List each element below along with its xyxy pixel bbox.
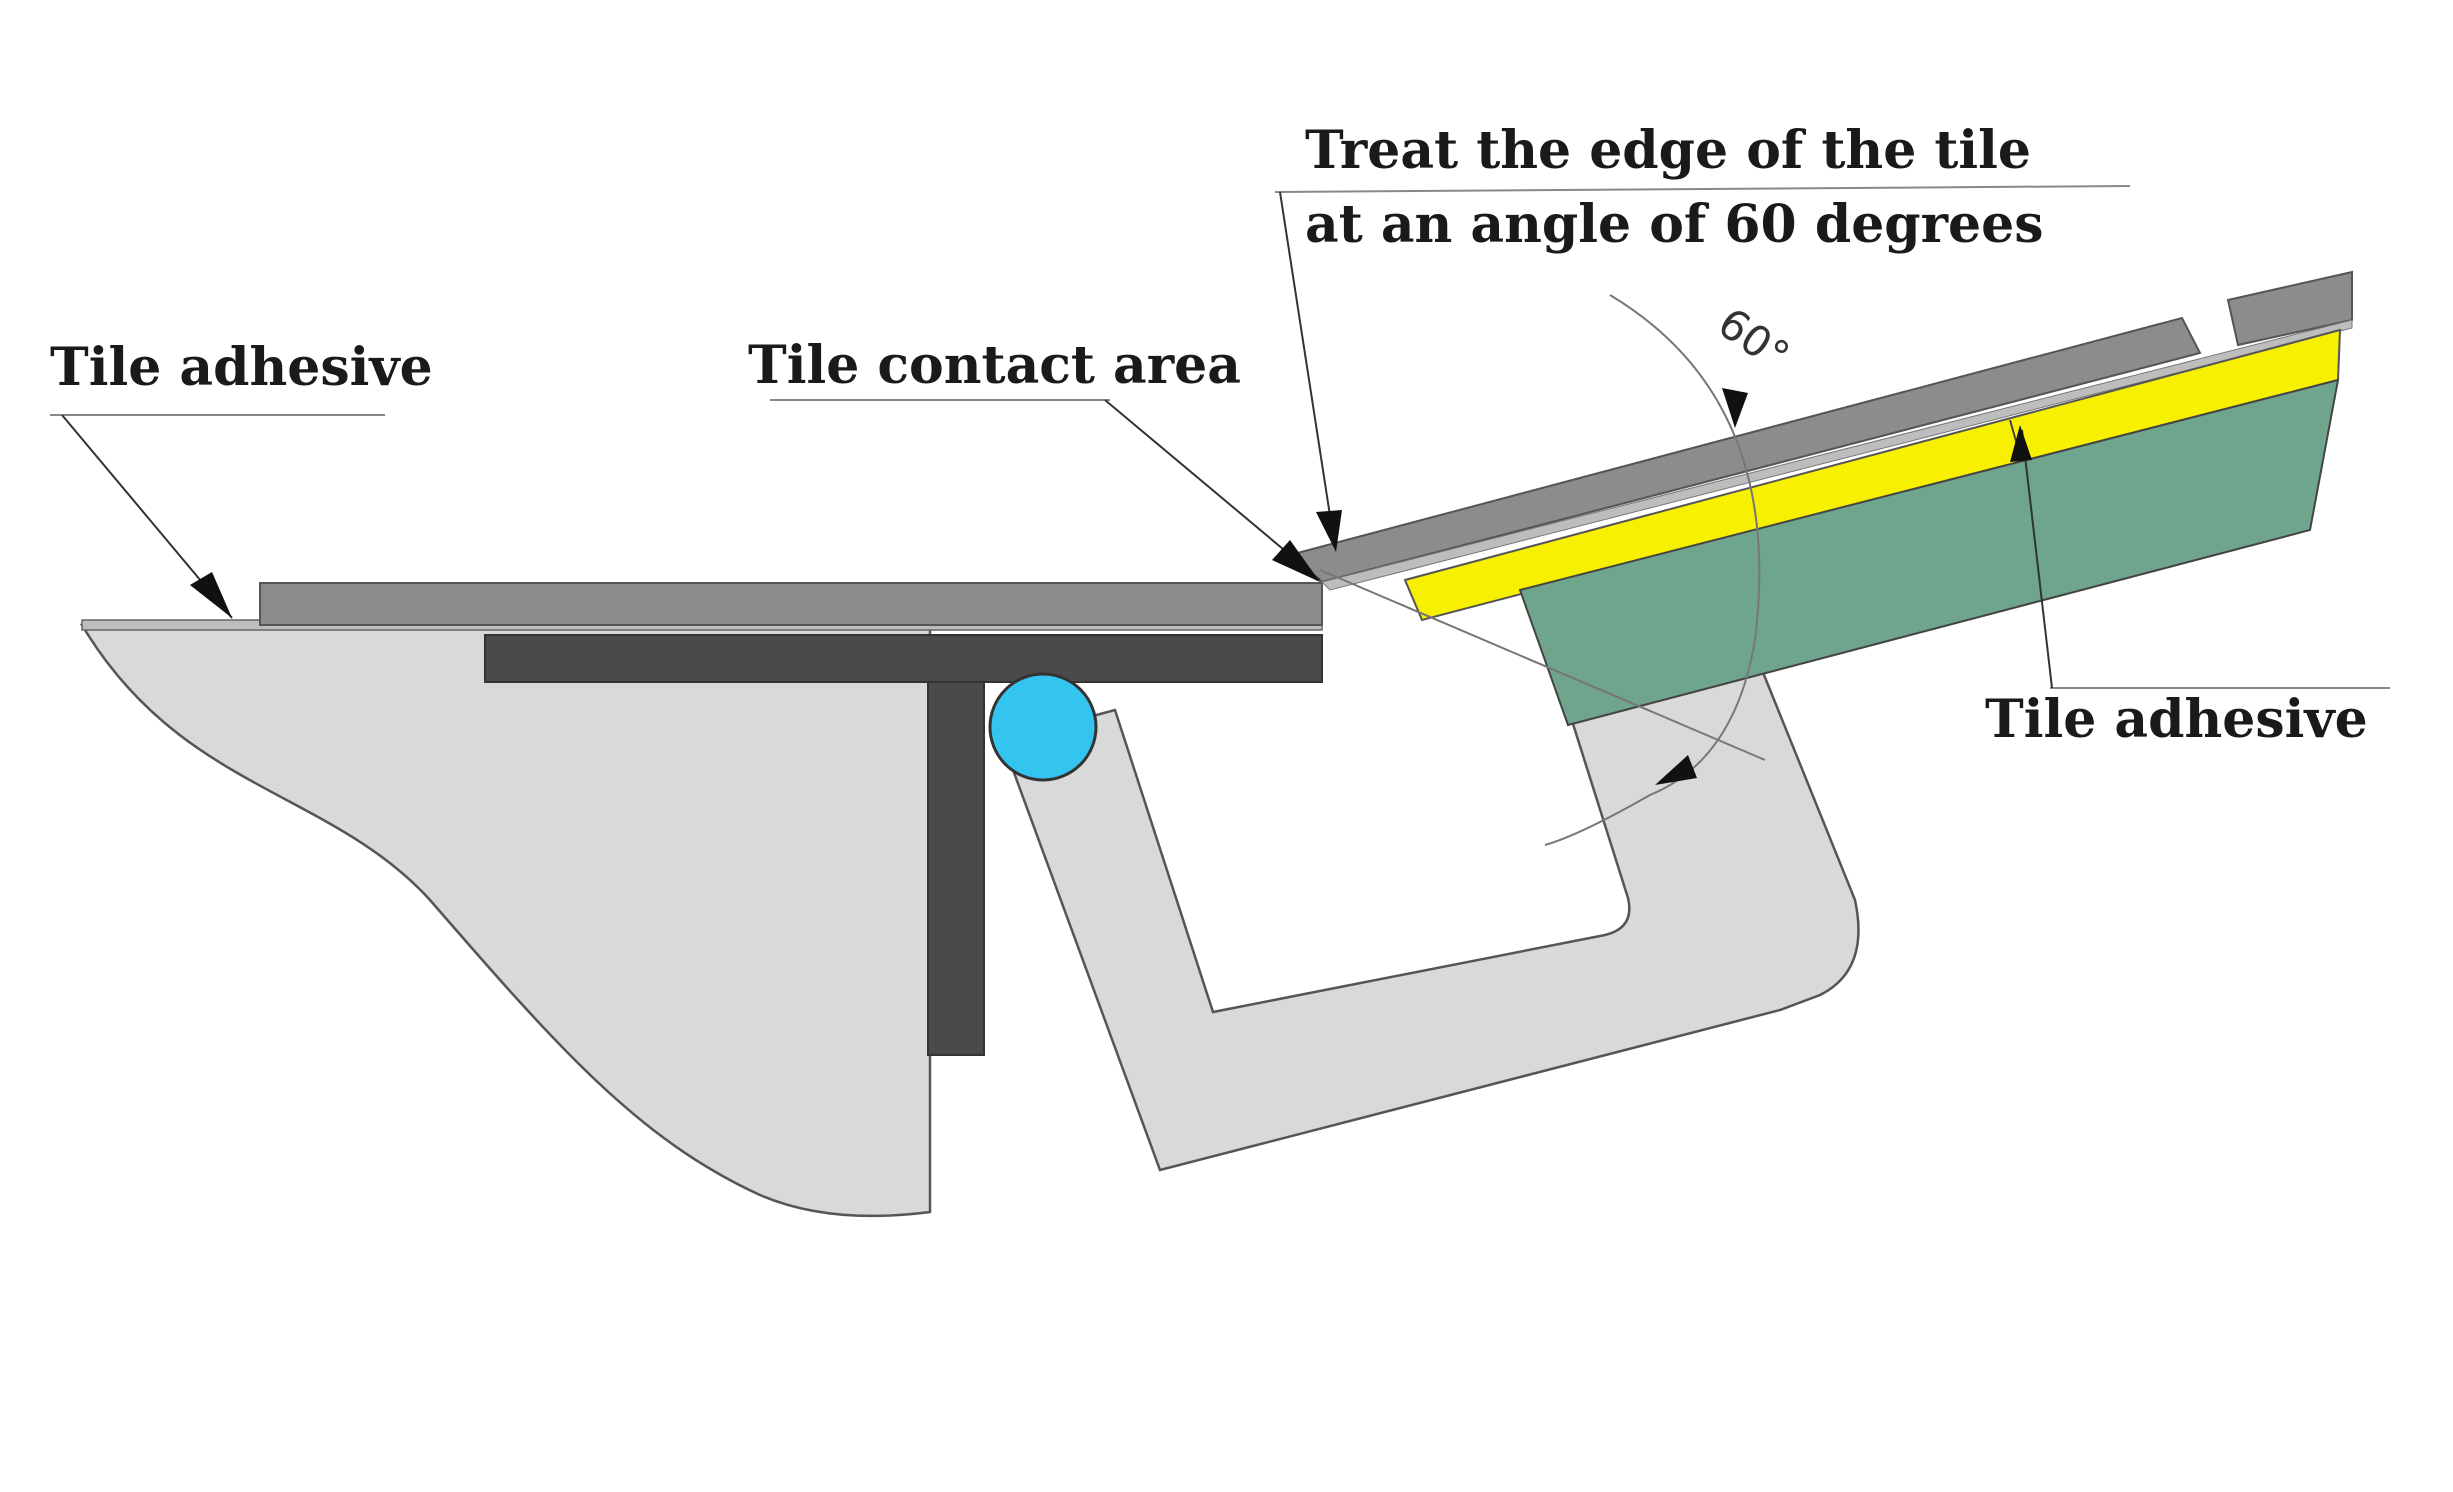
t-profile-flange	[484, 634, 1323, 683]
left-concrete-block	[79, 623, 932, 1218]
angle-label: 60°	[1709, 298, 1798, 381]
leader-tile-contact-arrow-icon	[1272, 540, 1320, 582]
right-substrate	[1518, 378, 2340, 727]
angle-arc	[1544, 294, 1761, 846]
angle-arrow-bottom-icon	[1655, 755, 1697, 785]
label-tile-contact-area: Tile contact area	[748, 335, 1241, 396]
sealing-cord	[988, 672, 1098, 782]
leader-tile-adhesive-right-arrow-icon	[2010, 425, 2032, 462]
label-tile-adhesive-right: Tile adhesive	[1985, 689, 2368, 750]
angle-arrow-top-icon	[1722, 388, 1748, 428]
label-treat-edge-line2: at an angle of 60 degrees	[1305, 194, 2044, 255]
leader-tile-adhesive-left-arrow-icon	[190, 572, 232, 618]
right-tile-bed-line	[1321, 319, 2353, 591]
leader-tile-adhesive-right	[2021, 429, 2053, 689]
label-tile-adhesive-left: Tile adhesive	[50, 337, 433, 398]
drain-channel-body	[1000, 663, 1860, 1172]
leader-treat-edge-arrow-icon	[1316, 510, 1342, 552]
t-profile-stem	[927, 681, 985, 1056]
angle-reference-line	[1319, 569, 1766, 761]
label-treat-edge-line1: Treat the edge of the tile	[1305, 120, 2031, 181]
left-tile	[259, 582, 1323, 626]
leader-treat-edge-underline	[1274, 185, 2131, 193]
leader-treat-edge	[1279, 191, 1336, 549]
